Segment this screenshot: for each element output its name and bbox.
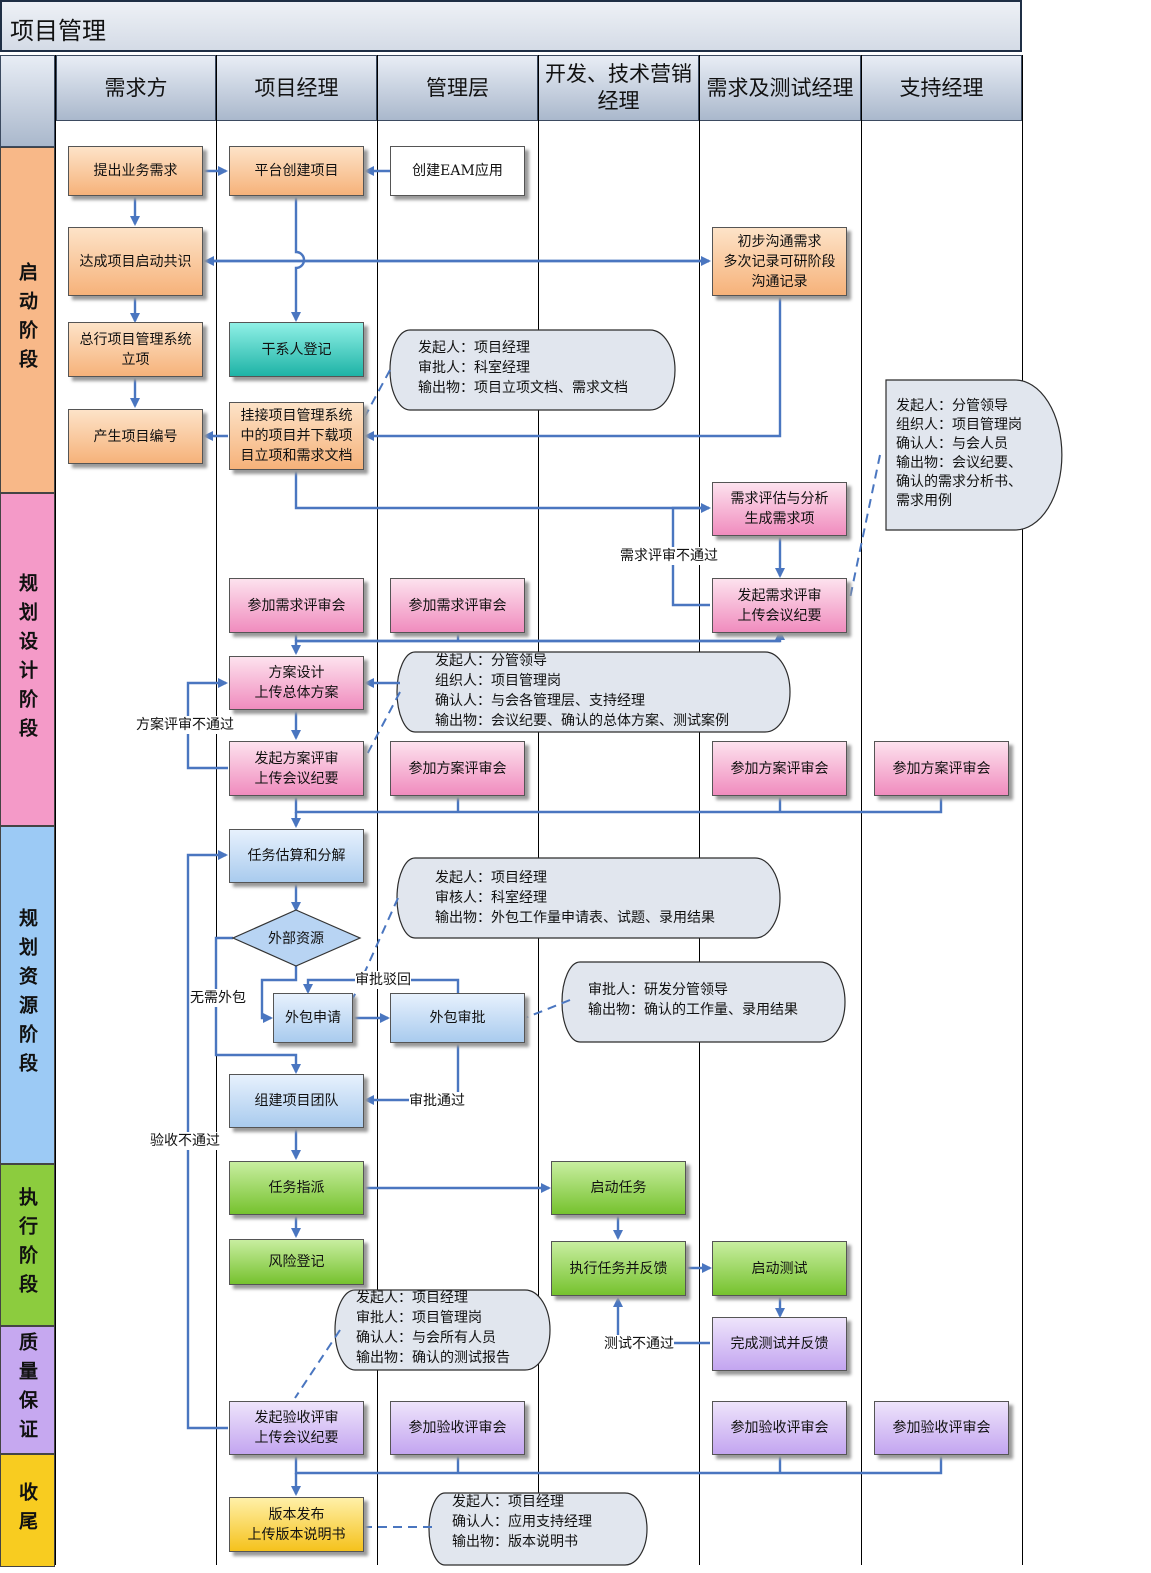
solution-design-box: 方案设计 上传总体方案	[229, 656, 364, 710]
join-req-review-pm-box: 参加需求评审会	[229, 578, 364, 633]
callout-note-2: 发起人：分管领导组织人：项目管理岗确认人：与会人员 输出物：会议纪要、确认的需求…	[896, 398, 1022, 509]
submit-requirement-box: 提出业务需求	[68, 146, 203, 196]
lane-header-requester: 需求方	[56, 55, 216, 121]
create-eam-box: 创建EAM应用	[390, 146, 525, 196]
callout-shape	[389, 329, 676, 411]
execute-feedback-box: 执行任务并反馈	[551, 1241, 686, 1296]
phase-start: 启动阶段	[0, 147, 55, 493]
external-resource-decision: 外部资源	[268, 931, 324, 947]
reach-consensus-box: 达成项目启动共识	[68, 227, 203, 296]
attach-download-box: 挂接项目管理系统 中的项目并下载项 目立项和需求文档	[229, 402, 364, 470]
lane-divider	[699, 55, 700, 1565]
callout-shape	[885, 379, 1063, 531]
start-acceptance-review-box: 发起验收评审 上传会议纪要	[229, 1401, 364, 1455]
lane-divider	[377, 55, 378, 1565]
outsource-apply-box: 外包申请	[273, 993, 353, 1043]
phase-resource: 规划资源阶段	[0, 826, 55, 1164]
edge-label-approval-rejected: 审批驳回	[355, 971, 411, 989]
project-number-box: 产生项目编号	[68, 409, 203, 464]
risk-register-box: 风险登记	[229, 1239, 364, 1285]
edge-label-test-fail: 测试不通过	[604, 1335, 674, 1353]
lane-divider	[216, 55, 217, 1565]
edge-label-acceptance-fail: 验收不通过	[150, 1132, 220, 1150]
join-acceptance-mgmt-box: 参加验收评审会	[390, 1401, 525, 1455]
edge-label-req-review-fail: 需求评审不通过	[620, 547, 718, 565]
callout-shape	[334, 1289, 551, 1371]
outsource-approve-box: 外包审批	[390, 993, 525, 1043]
callout-note-7: 发起人：项目经理确认人：应用支持经理输出物：版本说明书	[452, 1494, 592, 1550]
phase-close: 收尾	[0, 1454, 55, 1567]
callout-note-1: 发起人：项目经理审批人：科室经理输出物：项目立项文档、需求文档	[418, 340, 628, 396]
callout-note-5: 审批人：研发分管领导输出物：确认的工作量、录用结果	[588, 982, 798, 1018]
hq-approval-box: 总行项目管理系统 立项	[68, 322, 203, 377]
initial-communication-box: 初步沟通需求 多次记录可研阶段 沟通记录	[712, 227, 847, 296]
edge-label-no-outsource: 无需外包	[190, 989, 246, 1007]
start-test-box: 启动测试	[712, 1241, 847, 1296]
diagram-title-bar: 项目管理	[0, 0, 1022, 52]
lane-divider	[861, 55, 862, 1565]
lane-header-req-test-manager: 需求及测试经理	[699, 55, 861, 121]
join-acceptance-support-box: 参加验收评审会	[874, 1401, 1009, 1455]
lane-divider	[55, 55, 56, 1565]
callout-note-6: 发起人：项目经理审批人：项目管理岗确认人：与会所有人员输出物：确认的测试报告	[356, 1290, 510, 1366]
start-req-review-box: 发起需求评审 上传会议纪要	[712, 578, 847, 633]
join-solution-review-mgmt-box: 参加方案评审会	[390, 741, 525, 796]
phase-execute: 执行阶段	[0, 1164, 55, 1326]
callout-shape	[396, 857, 781, 939]
lane-divider	[1022, 55, 1023, 1565]
join-solution-review-support-box: 参加方案评审会	[874, 741, 1009, 796]
callout-shape	[561, 961, 846, 1043]
lane-header-support-manager: 支持经理	[861, 55, 1022, 121]
join-acceptance-test-box: 参加验收评审会	[712, 1401, 847, 1455]
complete-test-box: 完成测试并反馈	[712, 1317, 847, 1371]
callout-shape	[396, 651, 791, 733]
start-solution-review-box: 发起方案评审 上传会议纪要	[229, 741, 364, 796]
edge-label-solution-review-fail: 方案评审不通过	[136, 716, 234, 734]
corner-header	[0, 55, 55, 147]
callout-note-3: 发起人：分管领导组织人：项目管理岗确认人：与会各管理层、支持经理输出物：会议纪要…	[435, 653, 729, 729]
decision-diamond	[231, 909, 362, 967]
task-estimate-box: 任务估算和分解	[229, 829, 364, 883]
lane-header-project-manager: 项目经理	[216, 55, 377, 121]
create-project-box: 平台创建项目	[229, 146, 364, 196]
start-task-box: 启动任务	[551, 1161, 686, 1215]
requirement-evaluation-box: 需求评估与分析 生成需求项	[712, 482, 847, 536]
join-solution-review-test-box: 参加方案评审会	[712, 741, 847, 796]
build-team-box: 组建项目团队	[229, 1074, 364, 1128]
stakeholder-register-box: 干系人登记	[229, 322, 364, 377]
phase-qa: 质量保证	[0, 1326, 55, 1454]
lane-divider	[538, 55, 539, 1565]
diagram-title: 项目管理	[10, 17, 106, 45]
join-req-review-mgmt-box: 参加需求评审会	[390, 578, 525, 633]
phase-design: 规划设计阶段	[0, 493, 55, 826]
edge-label-approval-passed: 审批通过	[409, 1092, 465, 1110]
callout-shape	[428, 1492, 648, 1566]
task-assign-box: 任务指派	[229, 1161, 364, 1215]
release-box: 版本发布 上传版本说明书	[229, 1497, 364, 1552]
callout-note-4: 发起人：项目经理审核人：科室经理输出物：外包工作量申请表、试题、录用结果	[435, 870, 715, 926]
